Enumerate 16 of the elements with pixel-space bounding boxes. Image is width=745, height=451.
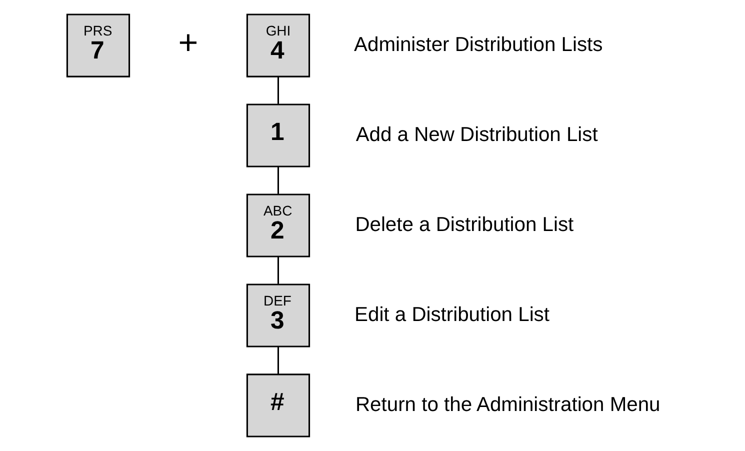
node-box: ABC 2 (246, 194, 310, 258)
node-box: 1 (246, 104, 310, 168)
connector (277, 346, 279, 374)
node-box: GHI 4 (246, 14, 310, 78)
node-label: Return to the Administration Menu (356, 394, 660, 416)
connector (277, 256, 279, 284)
node-label: Edit a Distribution List (354, 304, 550, 326)
connector (277, 166, 279, 194)
node-box: # (246, 374, 310, 438)
node-label: Delete a Distribution List (355, 214, 574, 236)
node-box: DEF 3 (246, 284, 310, 348)
connector (277, 77, 279, 104)
node-box: PRS 7 (66, 14, 130, 78)
label: + (178, 24, 198, 62)
node-label: Add a New Distribution List (356, 124, 598, 146)
node-label: Administer Distribution Lists (354, 34, 603, 56)
